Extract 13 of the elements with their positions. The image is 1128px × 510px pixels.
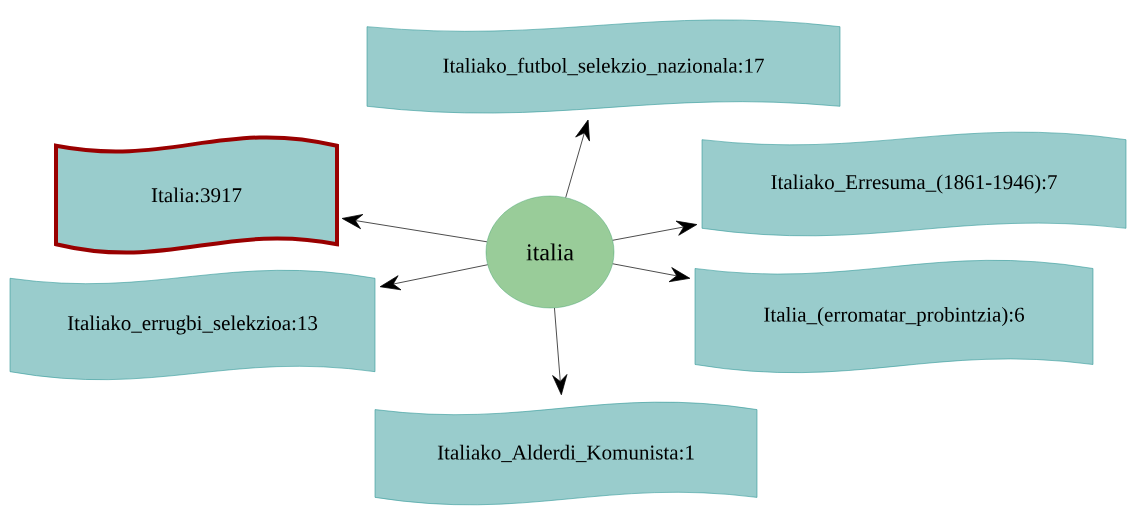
wave-box: Italiako_Erresuma_(1861-1946):7 [701,131,1127,237]
arrow [612,220,698,241]
arrow [612,263,691,283]
wave-box: Italiako_Alderdi_Komunista:1 [374,401,758,506]
arrow [552,307,568,396]
wave-box: Italiako_futbol_selekzio_nazionala:17 [366,19,841,114]
wave-box: Italiako_errugbi_selekzioa:13 [9,270,376,380]
ellipse-node: italia [485,195,615,309]
wave-box: Italia_(erromatar_probintzia):6 [694,260,1094,373]
arrow [379,264,488,291]
arrow [565,119,590,198]
arrow [341,214,488,243]
wave-box: Italia:3917 [54,135,339,255]
